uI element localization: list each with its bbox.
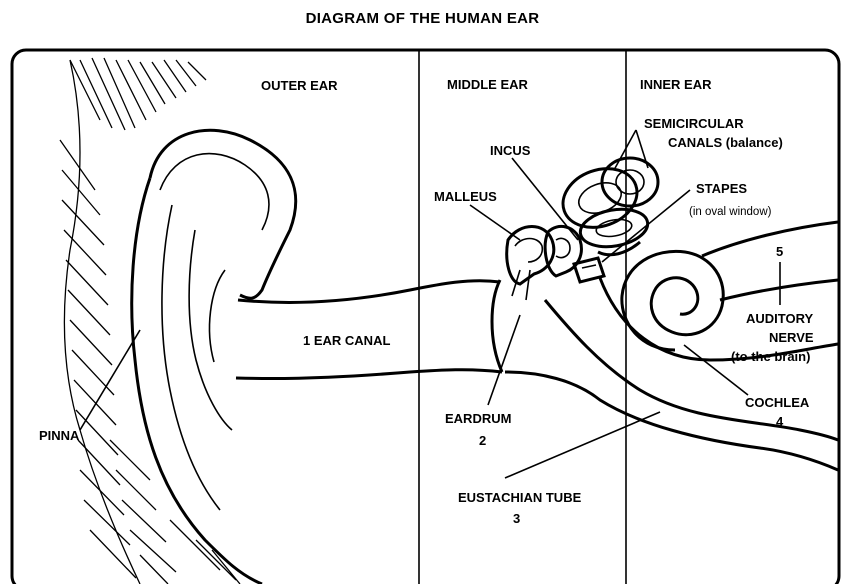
label-pinna: PINNA xyxy=(39,428,80,443)
label-cochlea-number: 4 xyxy=(776,414,784,429)
semicircular-canals-shape xyxy=(555,158,658,255)
pointer-lines xyxy=(80,130,780,478)
label-semicircular: SEMICIRCULAR xyxy=(644,116,744,131)
label-nerve: NERVE xyxy=(769,330,814,345)
label-eustachian-tube: EUSTACHIAN TUBE xyxy=(458,490,582,505)
eardrum-shape xyxy=(492,280,502,372)
label-eustachian-number: 3 xyxy=(513,511,520,526)
section-middle-ear: MIDDLE EAR xyxy=(447,77,529,92)
label-cochlea: COCHLEA xyxy=(745,395,810,410)
label-ear-canal: 1 EAR CANAL xyxy=(303,333,390,348)
label-malleus: MALLEUS xyxy=(434,189,497,204)
section-inner-ear: INNER EAR xyxy=(640,77,712,92)
label-nerve-number: 5 xyxy=(776,244,783,259)
label-to-brain: (to the brain) xyxy=(731,349,810,364)
label-eardrum-number: 2 xyxy=(479,433,486,448)
label-canals: CANALS (balance) xyxy=(668,135,783,150)
pinna-shape xyxy=(132,130,296,584)
label-auditory: AUDITORY xyxy=(746,311,814,326)
label-eardrum: EARDRUM xyxy=(445,411,511,426)
hair-hatching xyxy=(60,58,240,584)
section-outer-ear: OUTER EAR xyxy=(261,78,338,93)
label-stapes: STAPES xyxy=(696,181,747,196)
label-stapes-note: (in oval window) xyxy=(689,206,772,218)
label-incus: INCUS xyxy=(490,143,531,158)
ear-canal-shape xyxy=(236,281,502,379)
